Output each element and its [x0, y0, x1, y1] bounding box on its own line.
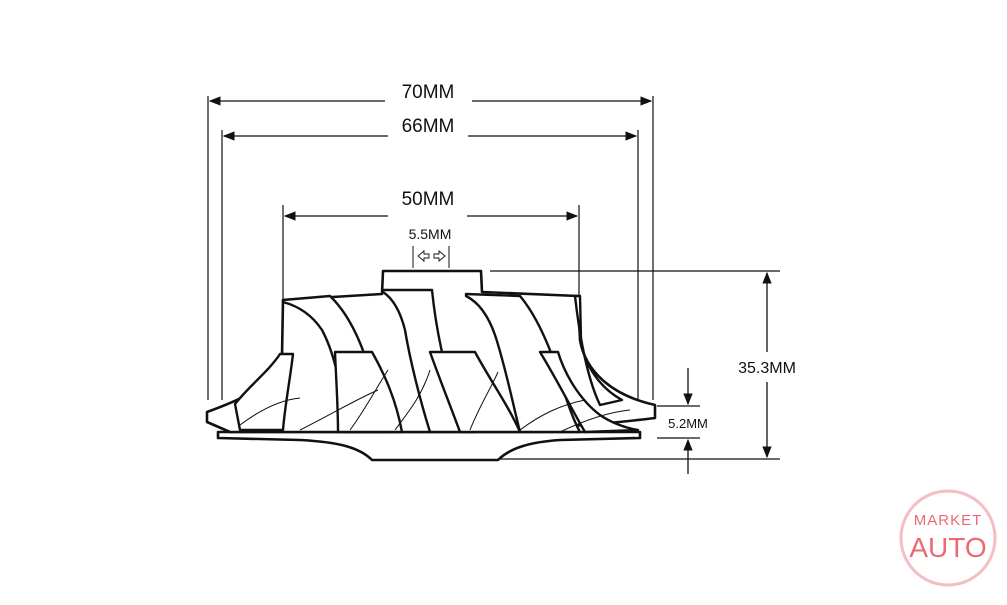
wheel-backplate — [216, 430, 642, 462]
market-auto-logo: MARKET AUTO — [899, 489, 997, 587]
dim-label-50mm: 50MM — [402, 189, 455, 210]
sweep-line-3 — [349, 369, 389, 431]
blade-right-mid — [464, 292, 582, 434]
sweep-line-5 — [469, 371, 499, 431]
dim-label-5-5mm: 5.5MM — [409, 226, 452, 242]
dim-label-66mm: 66MM — [402, 116, 455, 137]
sweep-line-6 — [519, 399, 586, 431]
logo-line2: AUTO — [909, 532, 986, 563]
sweep-line-4 — [394, 369, 431, 431]
blade-right-outer — [538, 350, 640, 434]
dimension-66mm: 66MM — [221, 116, 639, 400]
blade-center-left — [333, 350, 404, 434]
dimension-5-5mm: 5.5MM — [409, 226, 452, 268]
dimension-35-3mm: 35.3MM — [490, 270, 796, 460]
blade-left-outer — [233, 352, 295, 432]
dimension-70mm: 70MM — [207, 82, 654, 400]
dim-label-35-3mm: 35.3MM — [738, 360, 796, 377]
compressor-wheel — [205, 269, 657, 462]
sweep-line-2 — [299, 389, 379, 431]
blade-far-right — [573, 294, 624, 407]
sweep-line-1 — [239, 397, 301, 426]
dimension-5-2mm: 5.2MM — [657, 368, 708, 474]
dim-label-70mm: 70MM — [402, 82, 455, 103]
logo-line1: MARKET — [914, 512, 983, 529]
dimension-50mm: 50MM — [282, 189, 580, 300]
hollow-arrow-left-icon — [417, 250, 430, 262]
logo-circle — [899, 489, 997, 587]
sweep-line-7 — [559, 409, 631, 433]
hollow-arrow-right-icon — [433, 250, 446, 262]
dim-label-5-2mm: 5.2MM — [668, 416, 708, 431]
